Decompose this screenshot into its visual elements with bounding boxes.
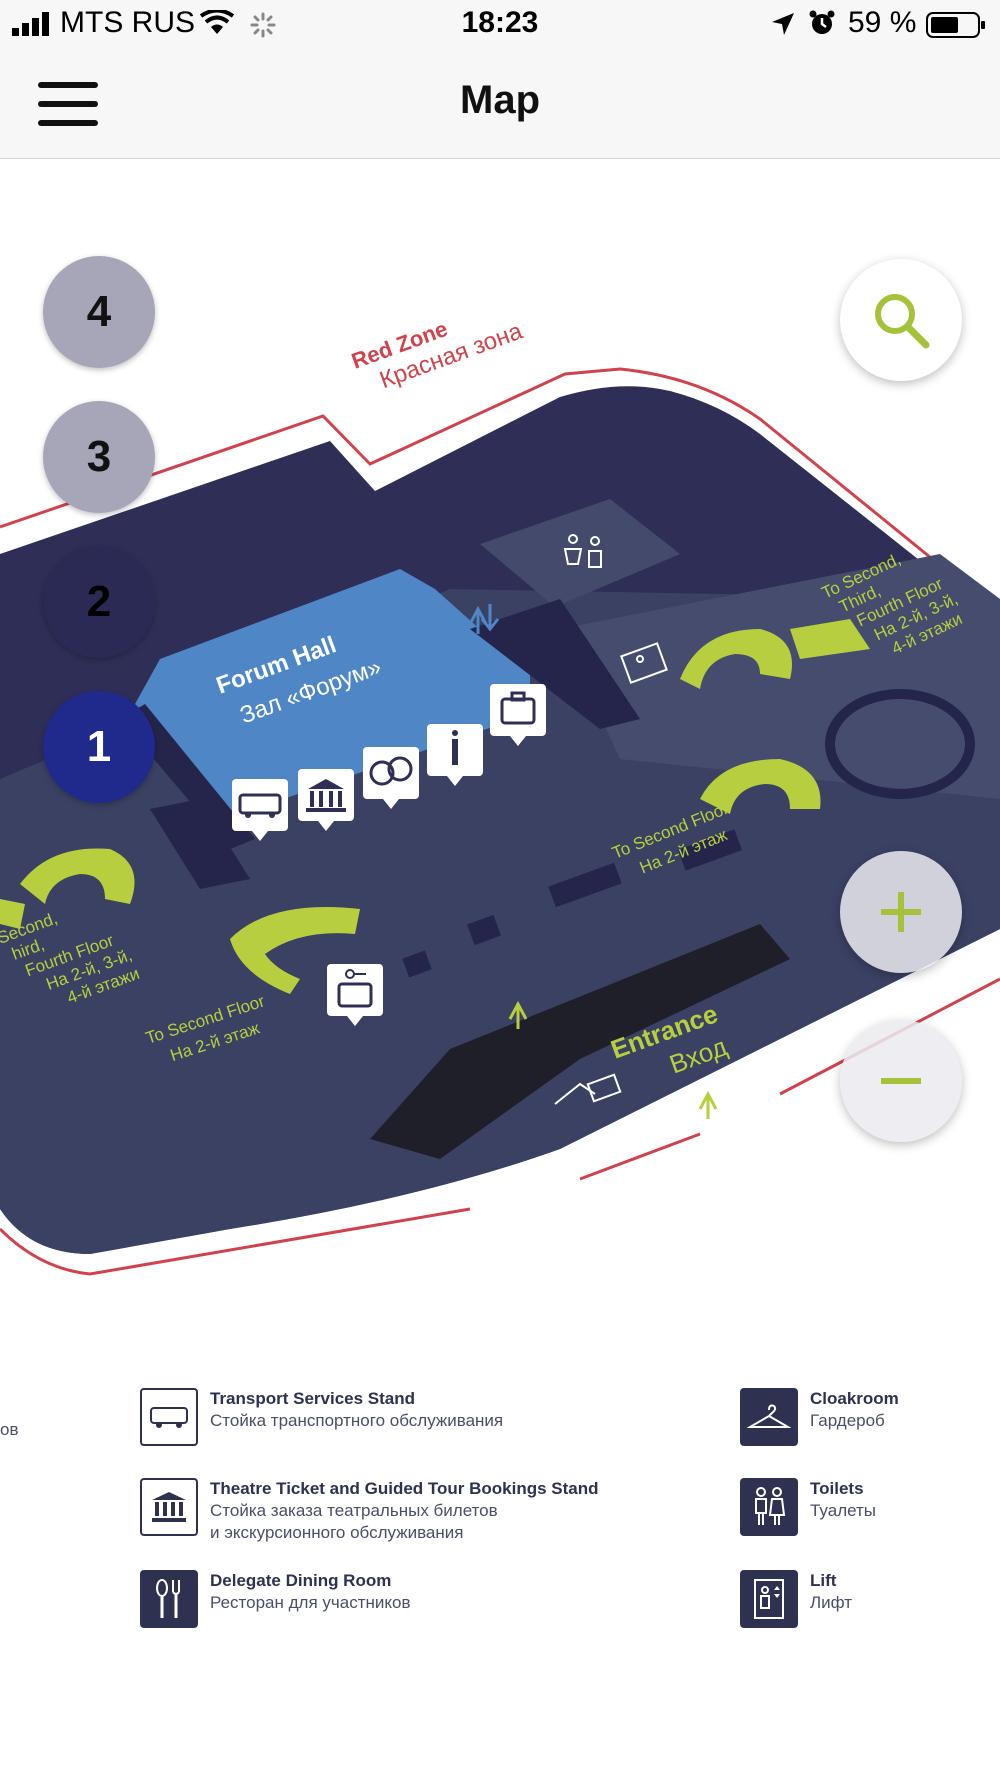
legend-item-lift: Lift Лифт [740,1570,852,1628]
wall [150,799,250,889]
pillar [467,914,501,946]
legend-subtitle: и экскурсионного обслуживания [210,1523,464,1542]
floor-plan[interactable]: Red Zone Красная зона Forum Hall Зал «Фо… [0,159,1000,1309]
battery-percent: 59 % [848,6,917,39]
cloakroom-ring [825,689,975,799]
map-legend: ов Transport Services Stand Стойка транс… [0,1360,1000,1660]
legend-title: Transport Services Stand [210,1389,416,1408]
menu-button[interactable] [38,82,98,128]
stairs-right-tail [790,619,870,659]
search-button[interactable] [840,259,962,381]
bus-marker[interactable] [232,779,288,841]
legend-subtitle: Гардероб [810,1411,885,1430]
map-view[interactable]: Red Zone Красная зона Forum Hall Зал «Фо… [0,159,1000,1309]
pillar [678,829,742,871]
hanger-icon [740,1388,798,1446]
zone-boundary [0,367,1000,616]
briefcase-key-marker[interactable] [327,964,383,1026]
dining-icon [140,1570,198,1628]
zoom-out-button[interactable] [840,1020,962,1142]
legend-item-transport: Transport Services Stand Стойка транспор… [140,1388,503,1446]
legend-partial-text: ов [0,1420,19,1439]
zone-boundary-bottom [0,1207,471,1276]
floor-label: 2 [86,577,112,626]
floor-label: 1 [86,722,112,771]
legend-title: Theatre Ticket and Guided Tour Bookings … [210,1479,599,1498]
floor-label: 3 [86,432,112,481]
legend-title: Delegate Dining Room [210,1571,392,1590]
toilets-icon [740,1478,798,1536]
legend-subtitle: Стойка транспортного обслуживания [210,1411,504,1430]
legend-subtitle: Туалеты [810,1501,877,1520]
museum-marker[interactable] [298,769,354,831]
loading-icon [250,12,276,38]
page-title: Map [460,78,540,122]
nav-bar: Map [0,50,1000,159]
legend-subtitle: Ресторан для участников [210,1593,411,1612]
legend-item-cloakroom: Cloakroom Гардероб [740,1388,899,1446]
zone-boundary-bottom-right [579,1132,701,1181]
floor-label: 4 [86,287,112,336]
lift-icon [740,1570,798,1628]
floor-4-button[interactable]: 4 [43,256,155,368]
floor-3-button[interactable]: 3 [43,401,155,513]
legend-item-dining: Delegate Dining Room Ресторан для участн… [140,1570,410,1628]
legend-subtitle: Лифт [810,1593,853,1612]
stairs-bottom [230,907,360,994]
carrier-label: MTS RUS [60,6,195,39]
forum-hall [135,569,530,814]
menu-line [38,82,98,88]
stairs-left [20,848,135,904]
theatre-marker[interactable] [363,747,419,809]
toilets-icon [563,534,602,568]
info-marker[interactable] [427,724,483,786]
signal-icon [12,12,49,36]
legend-item-theatre: Theatre Ticket and Guided Tour Bookings … [140,1478,599,1544]
legend-title: Toilets [810,1479,864,1498]
case-marker[interactable] [490,684,546,746]
floor-2-button[interactable]: 2 [43,546,155,658]
zoom-in-button[interactable] [840,851,962,973]
pillar [548,862,622,908]
legend-title: Cloakroom [810,1389,899,1408]
bus-icon [140,1388,198,1446]
stairs-mid-right [700,759,821,814]
legend-item-toilets: Toilets Туалеты [740,1478,876,1536]
turnstile-icon [554,1073,622,1105]
legend-subtitle: Стойка заказа театральных билетов [210,1501,498,1520]
search-icon [875,294,930,349]
clock-label: 18:23 [461,6,539,39]
menu-line [38,101,98,107]
plus-icon [881,892,921,932]
lift-icon [620,642,668,684]
museum-icon [140,1478,198,1536]
stair-arrow-icon [508,1000,718,1119]
wall [470,599,640,729]
battery-icon [926,12,985,38]
minus-icon [881,1078,921,1084]
legend-title: Lift [810,1571,837,1590]
wifi-icon [200,10,234,34]
stairs-left-tail [0,899,25,929]
menu-line [38,120,98,126]
pillar [402,950,432,978]
entrance-path [370,924,790,1159]
red-zone-label: Red Zone Красная зона [348,316,526,394]
status-bar: MTS RUS 18:23 59 % [0,0,1000,50]
floor-1-button[interactable]: 1 [43,691,155,803]
alarm-icon [809,10,835,34]
location-arrow-icon [772,13,794,35]
stairs-top-right [680,629,792,689]
